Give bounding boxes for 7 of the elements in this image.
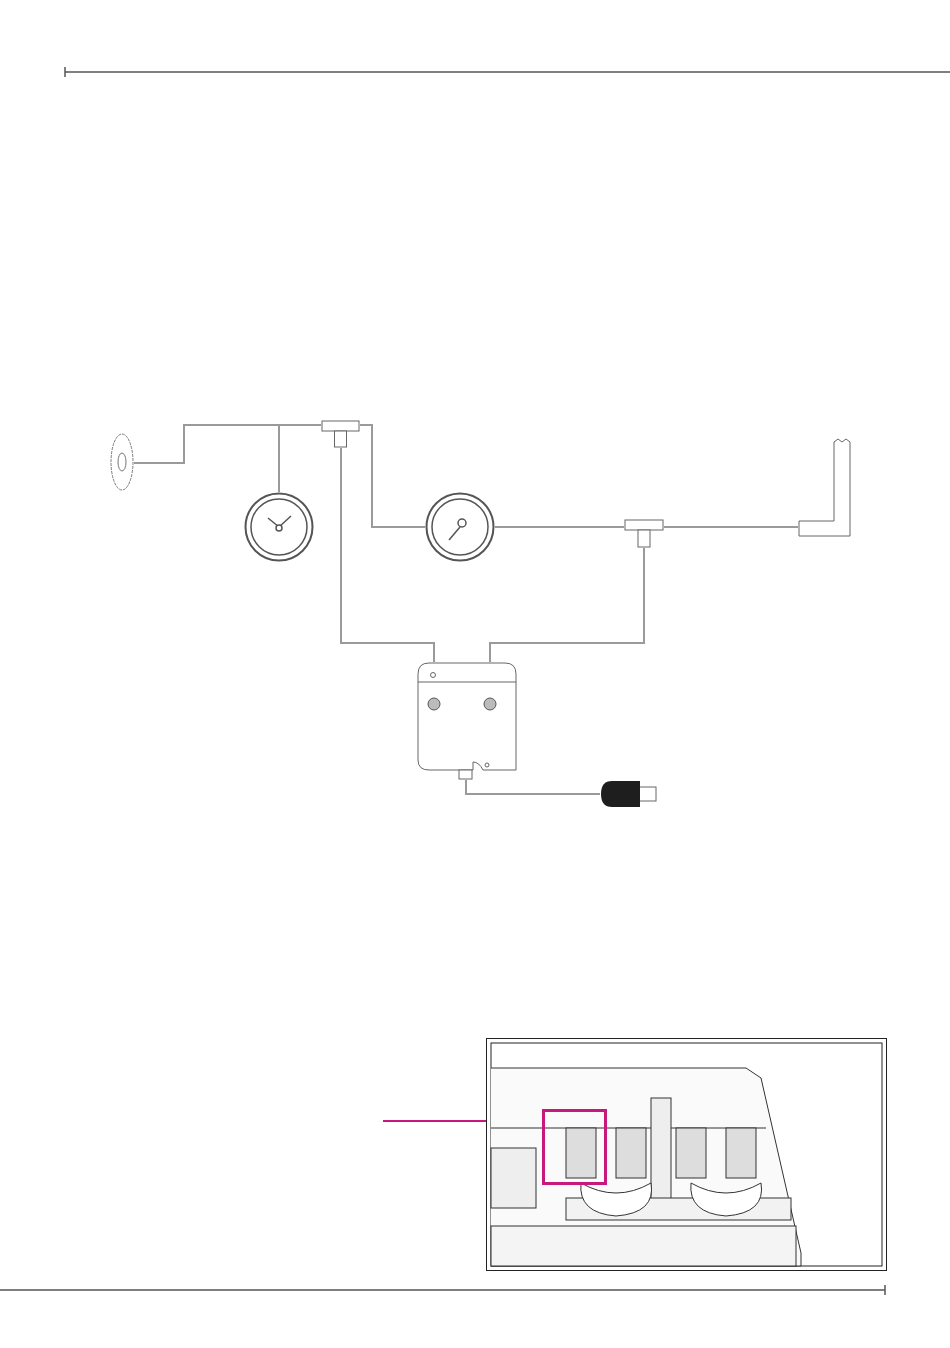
tubing-line [494,526,625,528]
tubing-line [278,424,322,493]
tubing-line [465,779,601,795]
tubing-line [359,424,426,528]
tubing-line [489,547,645,663]
tubing-line [340,447,435,663]
tubing-line [663,526,799,528]
